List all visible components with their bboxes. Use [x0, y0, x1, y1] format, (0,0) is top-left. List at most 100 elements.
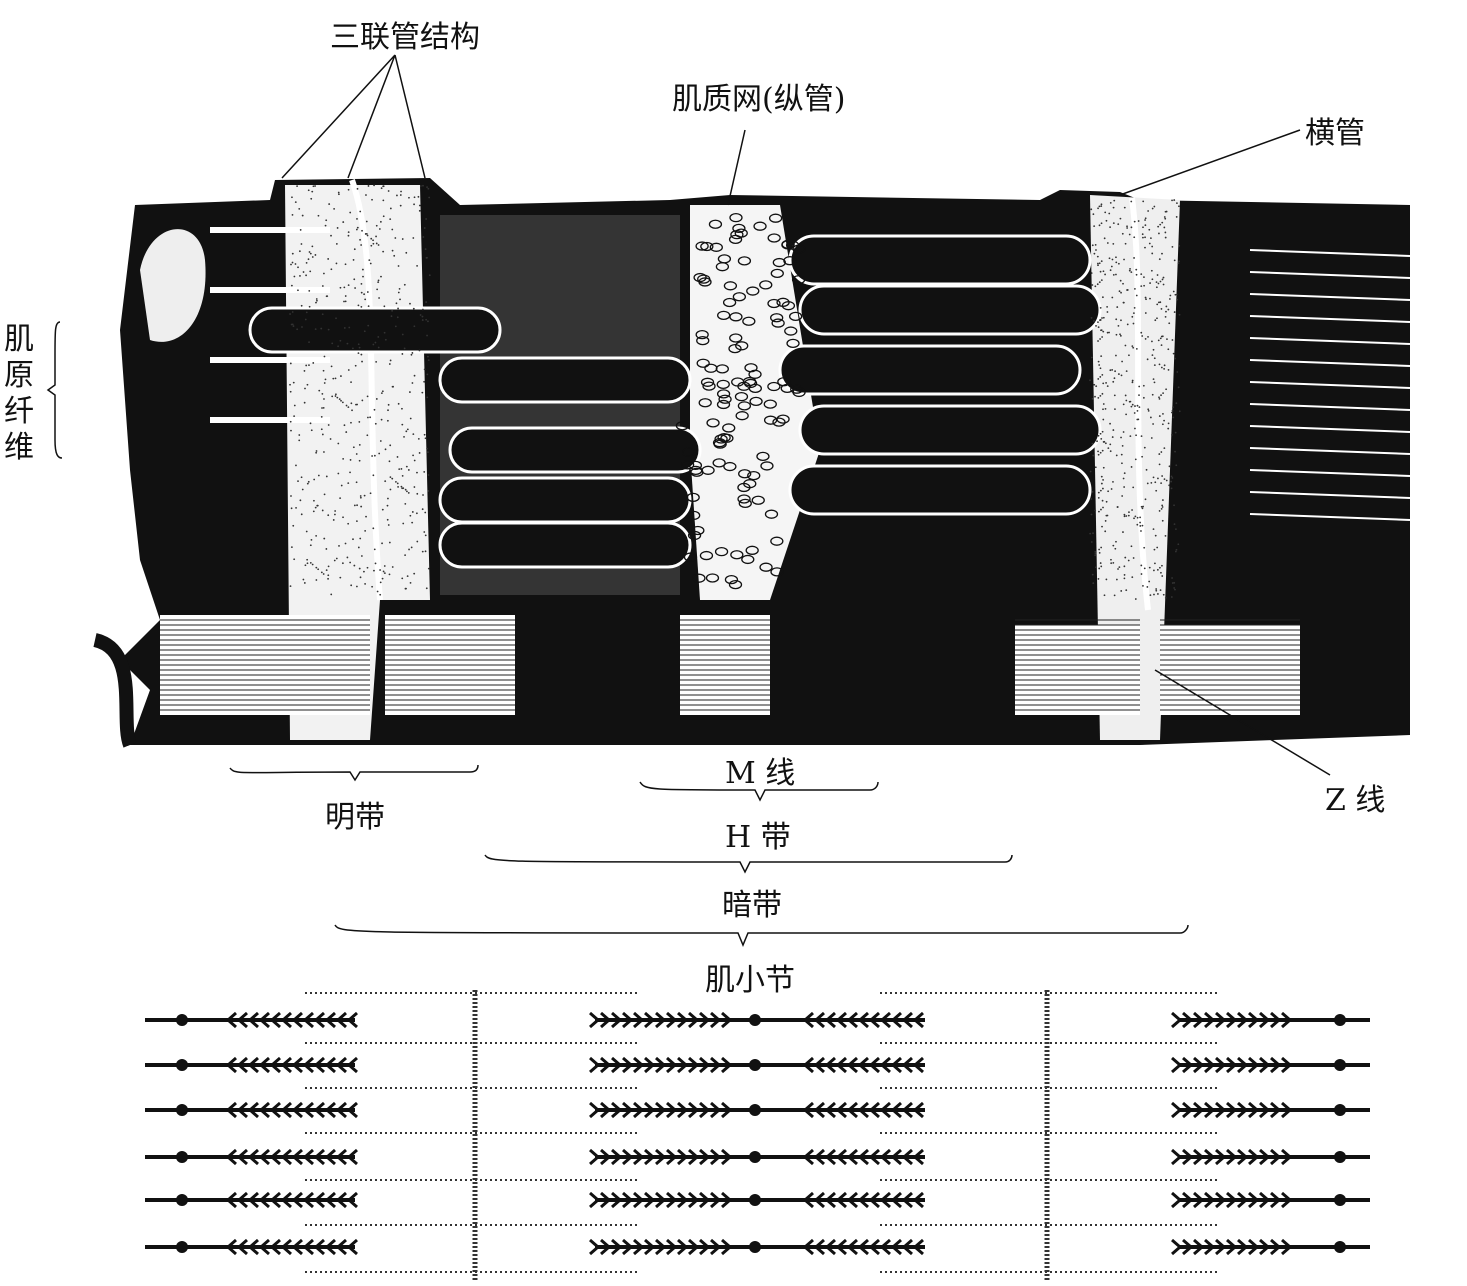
myosin-head	[815, 1238, 825, 1256]
stipple-dot	[372, 343, 375, 346]
stipple-dot	[1144, 312, 1147, 314]
stipple-dot	[356, 218, 358, 220]
stipple-dot	[1120, 374, 1123, 377]
stipple-dot	[325, 475, 328, 478]
myosin-head	[622, 1148, 632, 1166]
stipple-dot	[368, 259, 371, 261]
myosin-head	[1226, 1056, 1236, 1074]
stipple-dot	[1134, 598, 1137, 600]
stipple-dot	[404, 554, 406, 557]
stipple-dot	[1096, 255, 1099, 258]
stipple-dot	[344, 295, 347, 297]
stipple-dot	[389, 444, 392, 447]
stipple-dot	[1133, 236, 1136, 239]
myosin-head	[848, 1191, 858, 1209]
myosin-head	[892, 1238, 902, 1256]
myosin-head	[260, 1191, 270, 1209]
myosin-head	[1237, 1101, 1247, 1119]
myosin-head	[804, 1011, 814, 1029]
myosin-head	[315, 1238, 325, 1256]
stipple-dot	[396, 316, 399, 319]
myosin-head	[870, 1238, 880, 1256]
stipple-dot	[398, 468, 401, 471]
stipple-dot	[297, 289, 299, 292]
stipple-dot	[425, 318, 428, 321]
stipple-dot	[377, 279, 380, 282]
stipple-dot	[310, 538, 313, 541]
sr-vesicle	[700, 377, 715, 387]
stipple-dot	[324, 378, 327, 381]
myosin-head	[815, 1101, 825, 1119]
stipple-dot	[1152, 476, 1155, 479]
filament-dot	[749, 1194, 761, 1206]
stipple-dot	[1092, 213, 1095, 216]
myosin-head	[903, 1056, 913, 1074]
myosin-head	[633, 1011, 643, 1029]
stipple-dot	[1163, 364, 1166, 367]
stipple-dot	[1117, 262, 1120, 265]
stipple-dot	[1164, 316, 1167, 318]
stipple-dot	[399, 298, 401, 301]
stipple-dot	[1157, 282, 1160, 285]
stipple-dot	[400, 468, 403, 470]
stipple-dot	[1098, 510, 1100, 513]
stipple-dot	[1151, 393, 1154, 396]
filament-dot	[749, 1151, 761, 1163]
stipple-dot	[292, 524, 295, 527]
stipple-dot	[296, 185, 298, 187]
stipple-dot	[361, 399, 364, 402]
sr-vesicle	[751, 495, 765, 505]
myosin-head	[337, 1238, 347, 1256]
myosin-head	[721, 1101, 731, 1119]
myosin-head	[815, 1148, 825, 1166]
sr-vesicle	[729, 213, 743, 223]
stipple-dot	[1105, 219, 1108, 222]
myosin-head	[293, 1238, 303, 1256]
myosin-head	[881, 1238, 891, 1256]
stipple-dot	[298, 434, 301, 436]
myosin-head	[677, 1101, 687, 1119]
stipple-dot	[335, 317, 337, 320]
stipple-dot	[1129, 268, 1131, 270]
stipple-dot	[1104, 530, 1107, 533]
myosin-head	[848, 1148, 858, 1166]
stipple-dot	[1148, 566, 1151, 569]
stipple-dot	[320, 327, 323, 330]
myosin-head	[633, 1056, 643, 1074]
sr-vesicle	[767, 233, 781, 243]
stipple-dot	[1142, 226, 1144, 229]
sr-vesicle	[746, 286, 760, 296]
stipple-dot	[339, 576, 342, 579]
myosin-head	[826, 1148, 836, 1166]
stipple-dot	[1089, 532, 1092, 535]
stipple-dot	[357, 352, 360, 354]
myosin-head	[826, 1238, 836, 1256]
myosin-head	[914, 1011, 924, 1029]
stipple-dot	[1100, 329, 1103, 332]
stipple-dot	[413, 203, 415, 206]
myosin-head	[249, 1148, 259, 1166]
stipple-dot	[1162, 276, 1165, 279]
stipple-dot	[1105, 514, 1108, 517]
myosin-head	[859, 1191, 869, 1209]
stipple-dot	[1112, 544, 1115, 547]
myosin-head	[1171, 1148, 1181, 1166]
stipple-dot	[1153, 357, 1156, 360]
stipple-dot	[350, 381, 352, 384]
stipple-dot	[371, 198, 373, 201]
myosin-head	[881, 1056, 891, 1074]
myosin-head	[1281, 1056, 1291, 1074]
sr-vesicle	[718, 394, 732, 404]
stipple-dot	[1145, 468, 1148, 471]
myofibril-label: 肌原纤维	[4, 322, 34, 465]
stipple-dot	[360, 505, 363, 508]
stipple-dot	[366, 234, 369, 237]
stipple-dot	[316, 504, 319, 507]
stipple-dot	[1172, 352, 1175, 355]
stipple-dot	[1115, 261, 1118, 264]
stipple-dot	[302, 271, 305, 273]
stipple-dot	[1165, 479, 1168, 482]
stipple-dot	[1134, 427, 1136, 430]
myosin-head	[271, 1148, 281, 1166]
myosin-head	[688, 1056, 698, 1074]
